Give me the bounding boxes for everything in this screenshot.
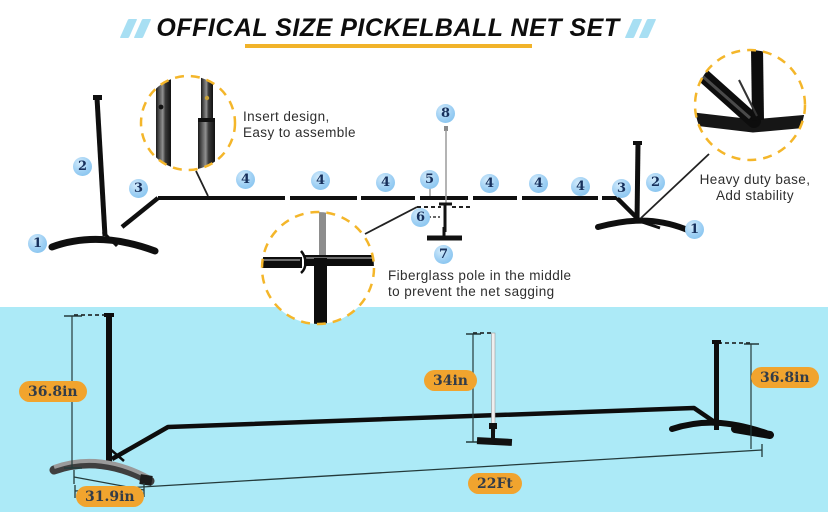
part-number-badge: 1 <box>685 220 704 239</box>
part-number-badge: 4 <box>480 174 499 193</box>
part-number-badge: 4 <box>571 177 590 196</box>
left-pole-height-label: 36.8in <box>19 381 87 402</box>
part-number-badge: 2 <box>646 173 665 192</box>
left-base <box>49 459 155 486</box>
part-number-badge: 6 <box>411 208 430 227</box>
part-number-badge: 4 <box>529 174 548 193</box>
center-pole-height-label: 34in <box>424 370 477 391</box>
center-fiberglass-pole <box>491 332 496 433</box>
title-slashes-left <box>120 18 152 38</box>
heavy-base-callout: Heavy duty base, Add stability <box>699 172 811 203</box>
right-base-part <box>595 217 693 234</box>
left-pole <box>106 315 112 466</box>
title-underline <box>245 44 532 48</box>
part-number-badge: 4 <box>311 171 330 190</box>
part-number-badge: 7 <box>434 245 453 264</box>
part-number-badge: 2 <box>73 157 92 176</box>
part-number-badge: 3 <box>612 179 631 198</box>
net-length-label: 22Ft <box>468 473 522 494</box>
net-frame-bar <box>110 405 718 461</box>
part-number-badge: 4 <box>376 173 395 192</box>
insert-design-callout: Insert design, Easy to assemble <box>243 109 356 140</box>
assembled-net-illustration <box>49 313 774 498</box>
insert-callout-line <box>195 170 209 197</box>
net-length-dim-line <box>74 449 763 492</box>
slash-icon <box>134 18 152 38</box>
parts-diagram-illustration <box>48 48 807 326</box>
base-width-label: 31.9in <box>76 486 144 507</box>
heavy-base-zoom-circle <box>693 48 807 162</box>
fiberglass-zoom-circle <box>260 210 376 326</box>
part-number-badge: 4 <box>236 170 255 189</box>
page-title: OFFICAL SIZE PICKELBALL NET SET <box>156 14 620 42</box>
left-base-part <box>48 235 159 255</box>
part-number-badge: 5 <box>420 170 439 189</box>
right-pole-height-label: 36.8in <box>751 367 819 388</box>
center-base <box>476 437 513 446</box>
right-pole <box>714 342 719 430</box>
base-callout-line <box>640 153 710 219</box>
fiberglass-callout: Fiberglass pole in the middle to prevent… <box>388 268 572 299</box>
fiberglass-callout-line <box>364 206 418 235</box>
part-number-badge: 8 <box>436 104 455 123</box>
left-pole-part <box>94 97 108 237</box>
right-pole-part <box>634 142 641 223</box>
part-number-badge: 1 <box>28 234 47 253</box>
part-number-badge: 3 <box>129 179 148 198</box>
title-slashes-right <box>624 18 656 38</box>
page-title-row: OFFICAL SIZE PICKELBALL NET SET <box>120 11 656 45</box>
insert-design-zoom-circle <box>139 74 237 172</box>
